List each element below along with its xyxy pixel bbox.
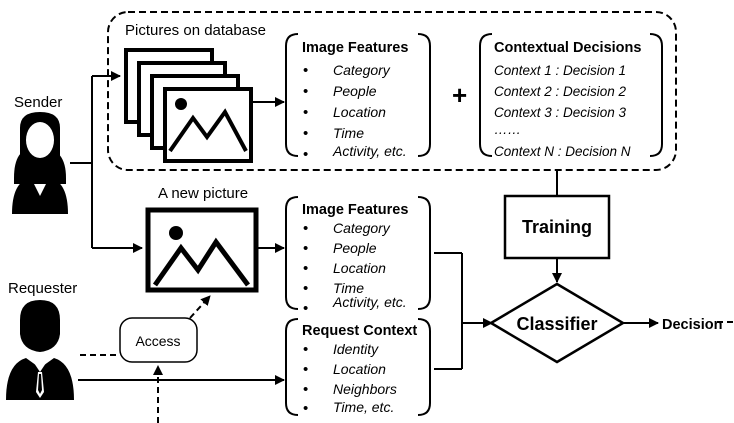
list-item: Time	[333, 125, 364, 141]
image-features-new-box	[285, 196, 299, 310]
list-item: Time	[333, 280, 364, 296]
svg-text:•: •	[303, 260, 308, 277]
training-box	[503, 194, 611, 260]
svg-text:•: •	[303, 361, 308, 378]
decision-label: Decision	[662, 317, 722, 333]
list-item: Time, etc.	[333, 399, 394, 415]
svg-text:•: •	[303, 280, 308, 297]
svg-text:•: •	[303, 62, 308, 79]
context-decision-item: Context 3 : Decision 3	[494, 105, 627, 120]
contextual-decisions-title: Contextual Decisions	[494, 40, 641, 56]
request-context-box	[285, 318, 299, 416]
svg-text:•: •	[303, 104, 308, 121]
access-label: Access	[135, 333, 180, 349]
list-item: Category	[333, 62, 391, 78]
svg-text:•: •	[303, 240, 308, 257]
list-item: Location	[333, 260, 386, 276]
svg-text:•: •	[303, 220, 308, 237]
list-item: Neighbors	[333, 381, 397, 397]
image-features-new-list: • • • • • Category People Location Time …	[303, 220, 407, 317]
context-decision-item: Context 1 : Decision 1	[494, 63, 626, 78]
classifier-label: Classifier	[516, 314, 597, 334]
requester-person-icon	[6, 300, 74, 400]
list-item: People	[333, 240, 377, 256]
pictures-on-database-label: Pictures on database	[125, 22, 266, 39]
image-features-db-box	[285, 33, 299, 157]
plus-sign: +	[452, 80, 467, 110]
new-picture-label: A new picture	[158, 185, 248, 202]
context-decision-item: Context N : Decision N	[494, 144, 631, 159]
contextual-decisions-box	[479, 33, 493, 157]
database-container	[107, 11, 677, 171]
new-picture-icon	[145, 207, 259, 293]
request-context-title: Request Context	[302, 323, 417, 339]
context-decision-item: Context 2 : Decision 2	[494, 84, 627, 99]
classifier-diamond	[488, 282, 626, 364]
svg-text:•: •	[303, 400, 308, 417]
context-decision-item: ……	[494, 122, 521, 137]
sender-person-icon	[12, 112, 68, 214]
list-item: Category	[333, 220, 391, 236]
image-features-new-title: Image Features	[302, 202, 408, 218]
requester-label: Requester	[8, 280, 77, 297]
access-box	[119, 317, 198, 363]
picture-stack-icon	[124, 48, 253, 163]
list-item: Location	[333, 361, 386, 377]
list-item: People	[333, 83, 377, 99]
image-features-db-title: Image Features	[302, 40, 408, 56]
list-item: Location	[333, 104, 386, 120]
sender-label: Sender	[14, 94, 62, 111]
svg-text:•: •	[303, 125, 308, 142]
svg-text:•: •	[303, 341, 308, 358]
svg-text:•: •	[303, 83, 308, 100]
svg-text:•: •	[303, 381, 308, 398]
list-item: Activity, etc.	[332, 143, 407, 159]
training-label: Training	[522, 217, 592, 237]
image-features-db-list: • • • • • Category People Location Time …	[303, 62, 407, 163]
svg-text:•: •	[303, 146, 308, 163]
svg-text:•: •	[303, 300, 308, 317]
list-item: Activity, etc.	[332, 294, 407, 310]
list-item: Identity	[333, 341, 379, 357]
request-context-list: • • • • Identity Location Neighbors Time…	[303, 341, 397, 417]
